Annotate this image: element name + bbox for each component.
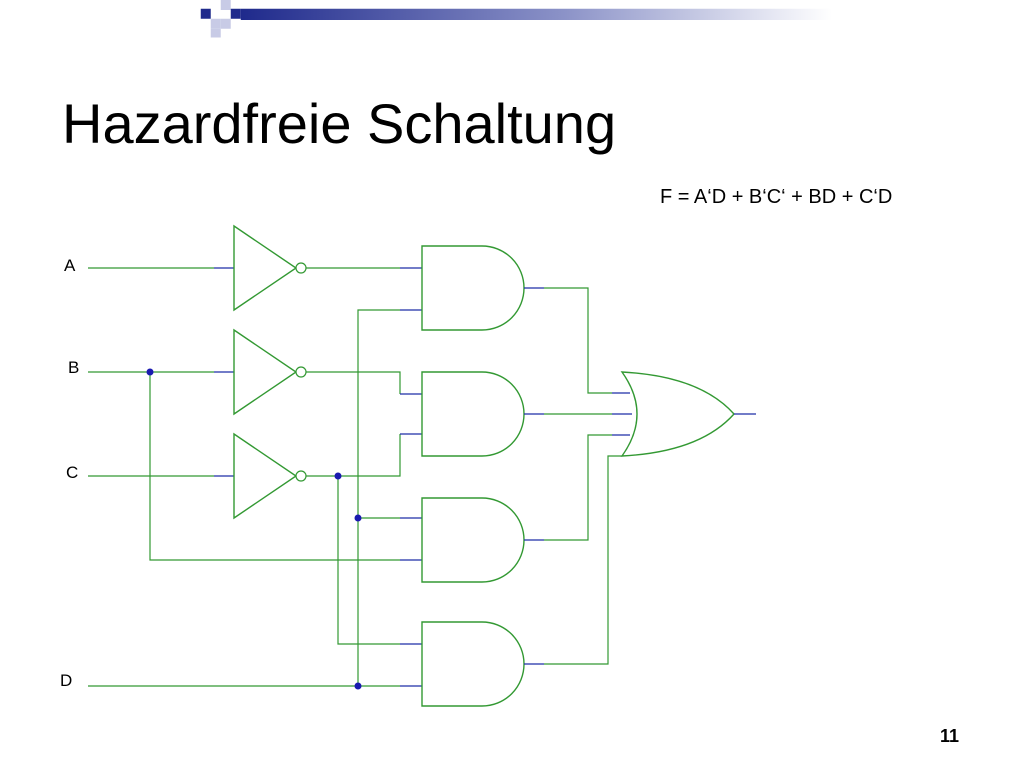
inverter-a [233,224,298,312]
header-gradient-bar [240,8,832,20]
header-square [200,8,211,19]
and-gate-a-not-d [421,245,525,331]
wire-d-branch [357,309,400,686]
header-square [220,18,231,29]
header-square [210,28,221,38]
header-band [200,0,832,38]
and-gate-not-c-d [421,621,525,707]
inverter-c [233,432,298,520]
and-gate-not-b-not-c [421,371,525,457]
junction-dot [354,514,362,522]
wire-not-b [306,371,401,394]
or-gate [620,371,735,457]
junction-dot [146,368,154,376]
wire-b-branch [149,372,400,561]
inverter-b-bubble [295,366,307,378]
header-square [230,8,241,19]
junction-dot [334,472,342,480]
and1-out [544,287,612,394]
input-label-a: A [64,256,76,275]
and3-out [544,434,612,541]
inverter-b [233,328,298,416]
junction-dot [354,682,362,690]
header-square [220,0,231,10]
page-number: 11 [940,726,960,746]
input-label-c: C [66,463,78,482]
input-label-b: B [68,358,79,377]
wire-not-c-branch [337,476,400,645]
input-label-d: D [60,671,72,690]
inverter-a-bubble [295,262,307,274]
and-gate-bd [421,497,525,583]
boolean-formula: F = A‘D + B‘C‘ + BD + C‘D [660,186,893,208]
inverter-c-bubble [295,470,307,482]
slide-title: Hazardfreie Schaltung [62,92,617,155]
and4-out [544,455,622,665]
wire-not-c [306,434,401,477]
header-square [210,18,221,29]
